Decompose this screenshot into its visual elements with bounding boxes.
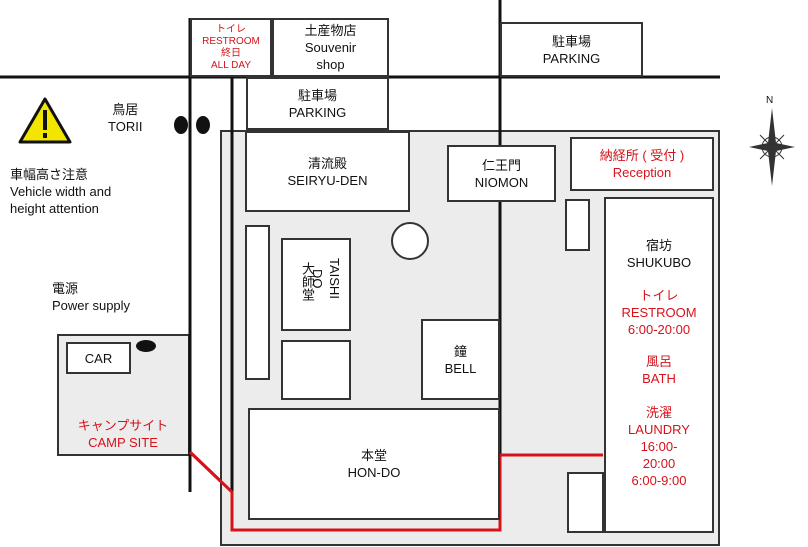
bell-label: 鐘 BELL xyxy=(444,343,477,376)
niomon: 仁王門 NIOMON xyxy=(447,145,556,202)
compass-n-label: N xyxy=(766,95,774,106)
camp-site-label: キャンプサイト CAMP SITE xyxy=(77,418,169,450)
taishi-do: 大師堂 TAISHI DO xyxy=(281,238,351,331)
parking-middle-label: 駐車場 PARKING xyxy=(288,87,347,120)
restroom-top-label: トイレ RESTROOM 終日 ALL DAY xyxy=(202,23,260,71)
parking-middle: 駐車場 PARKING xyxy=(246,77,389,130)
niomon-label: 仁王門 NIOMON xyxy=(474,157,529,190)
seiryu-den: 清流殿 SEIRYU-DEN xyxy=(245,131,410,212)
car-label: CAR xyxy=(84,350,113,366)
souvenir-shop-label: 土産物店 Souvenir shop xyxy=(304,23,357,72)
small-building-right xyxy=(565,199,590,251)
warning-label: 車幅高さ注意 Vehicle width and height attentio… xyxy=(10,167,112,216)
reception-label: 納経所 ( 受付 ) Reception xyxy=(599,148,685,180)
taishi-do-label-jp: 大師堂 xyxy=(300,262,315,301)
bell: 鐘 BELL xyxy=(421,319,500,400)
small-building-left xyxy=(245,225,270,380)
hon-do-label: 本堂 HON-DO xyxy=(347,448,401,480)
power-supply-label: 電源 Power supply xyxy=(52,281,131,313)
restroom-top: トイレ RESTROOM 終日 ALL DAY xyxy=(190,18,272,77)
small-building-center xyxy=(281,340,351,400)
souvenir-shop: 土産物店 Souvenir shop xyxy=(272,18,389,77)
hon-do: 本堂 HON-DO xyxy=(248,408,500,520)
torii-label: 鳥居 TORII xyxy=(108,102,143,134)
car: CAR xyxy=(66,342,131,374)
parking-top-right-label: 駐車場 PARKING xyxy=(542,33,601,66)
seiryu-den-label: 清流殿 SEIRYU-DEN xyxy=(287,155,368,188)
taishi-do-label-en: TAISHI DO xyxy=(310,258,342,299)
shukubo-laundry-label: 洗濯 LAUNDRY 16:00- 20:00 6:00-9:00 xyxy=(628,405,690,488)
shukubo-label: 宿坊 SHUKUBO xyxy=(626,238,692,270)
shukubo-restroom-label: トイレ RESTROOM 6:00-20:00 xyxy=(621,288,697,337)
reception: 納経所 ( 受付 ) Reception xyxy=(570,137,714,191)
shukubo-bath-label: 風呂 BATH xyxy=(642,354,676,386)
parking-top-right: 駐車場 PARKING xyxy=(500,22,643,77)
small-building-lower-right xyxy=(567,472,604,533)
shukubo: 宿坊 SHUKUBO トイレ RESTROOM 6:00-20:00 風呂 BA… xyxy=(604,197,714,533)
